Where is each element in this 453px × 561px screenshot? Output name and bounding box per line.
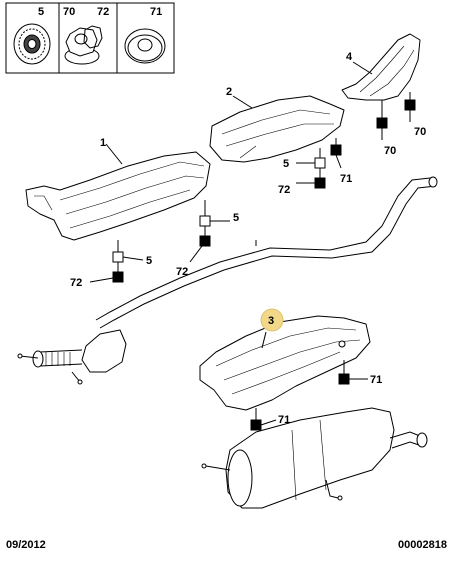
rear-muffler — [201, 407, 428, 509]
legend-label-5: 5 — [38, 6, 44, 18]
callout-part-3-highlight — [260, 308, 284, 332]
heat-shield-3: 3 — [199, 308, 371, 411]
callout-part-4: 4 — [346, 51, 353, 63]
callout-part-2: 2 — [226, 86, 232, 98]
callout-5-c: 5 — [146, 255, 152, 267]
fasteners-part-1-left: 5 72 — [70, 240, 152, 289]
callout-71-b: 71 — [370, 374, 382, 386]
flat-washer-icon — [124, 28, 166, 64]
legend-label-72: 72 — [97, 6, 109, 18]
callout-70-a: 70 — [384, 145, 396, 157]
fasteners-part-4: 70 70 — [376, 92, 426, 157]
callout-72-c: 72 — [70, 277, 82, 289]
heat-shield-4: 4 — [341, 33, 421, 101]
callout-5-b: 5 — [233, 212, 239, 224]
callout-72-a: 72 — [278, 184, 290, 196]
fasteners-part-1-right: 5 72 — [176, 200, 239, 278]
callout-part-3: 3 — [268, 315, 274, 327]
heat-shield-1: 1 — [25, 137, 211, 241]
callout-71-a: 71 — [340, 173, 352, 185]
exhaust-pipe — [95, 176, 438, 329]
callout-5-a: 5 — [283, 158, 289, 170]
flange-nut-icon — [64, 27, 100, 65]
callout-70-b: 70 — [414, 126, 426, 138]
diagram-date: 09/2012 — [6, 539, 46, 551]
callout-72-b: 72 — [176, 266, 188, 278]
front-catalyst — [17, 329, 127, 385]
legend-label-71: 71 — [150, 6, 162, 18]
fasteners-part-2: 5 72 71 — [278, 138, 352, 196]
hardware-legend: 5 70 72 71 — [5, 2, 175, 74]
hex-nut-icon — [83, 25, 103, 49]
callout-part-1: 1 — [100, 137, 106, 149]
heat-shield-2: 2 — [209, 86, 345, 163]
serrated-washer-icon — [13, 23, 51, 65]
diagram-reference-number: 00002818 — [398, 539, 447, 551]
legend-label-70: 70 — [63, 6, 75, 18]
